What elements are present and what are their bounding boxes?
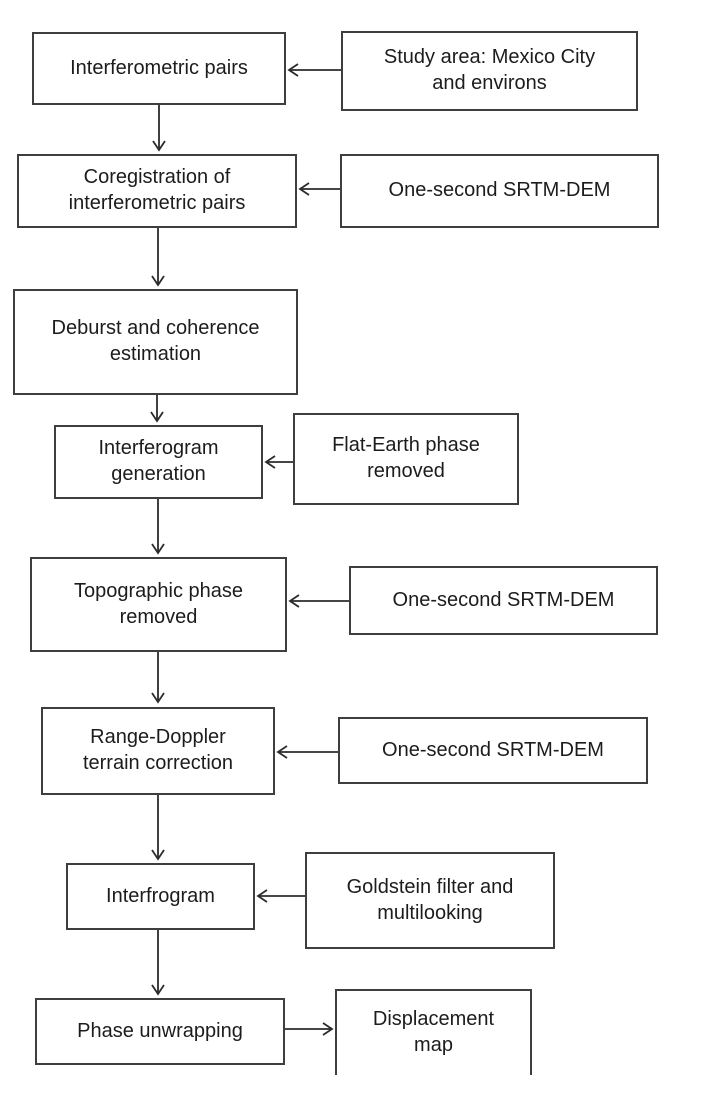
flow-box-range-doppler-correction: Range-Doppler terrain correction bbox=[41, 707, 275, 795]
input-box-goldstein-filter: Goldstein filter and multilooking bbox=[305, 852, 555, 949]
flow-box-phase-unwrapping: Phase unwrapping bbox=[35, 998, 285, 1065]
input-box-flat-earth-phase: Flat-Earth phase removed bbox=[293, 413, 519, 505]
flow-box-interfrogram: Interfrogram bbox=[66, 863, 255, 930]
flow-box-deburst-coherence: Deburst and coherence estimation bbox=[13, 289, 298, 395]
input-box-srtm-dem-2: One-second SRTM-DEM bbox=[349, 566, 658, 635]
flow-box-interferometric-pairs: Interferometric pairs bbox=[32, 32, 286, 105]
flow-box-topographic-phase-removed: Topographic phase removed bbox=[30, 557, 287, 652]
flow-box-coregistration: Coregistration of interferometric pairs bbox=[17, 154, 297, 228]
flow-box-interferogram-generation: Interferogram generation bbox=[54, 425, 263, 499]
output-box-displacement-map: Displacement map bbox=[335, 989, 532, 1075]
input-box-srtm-dem-1: One-second SRTM-DEM bbox=[340, 154, 659, 228]
input-box-srtm-dem-3: One-second SRTM-DEM bbox=[338, 717, 648, 784]
input-box-study-area: Study area: Mexico City and environs bbox=[341, 31, 638, 111]
